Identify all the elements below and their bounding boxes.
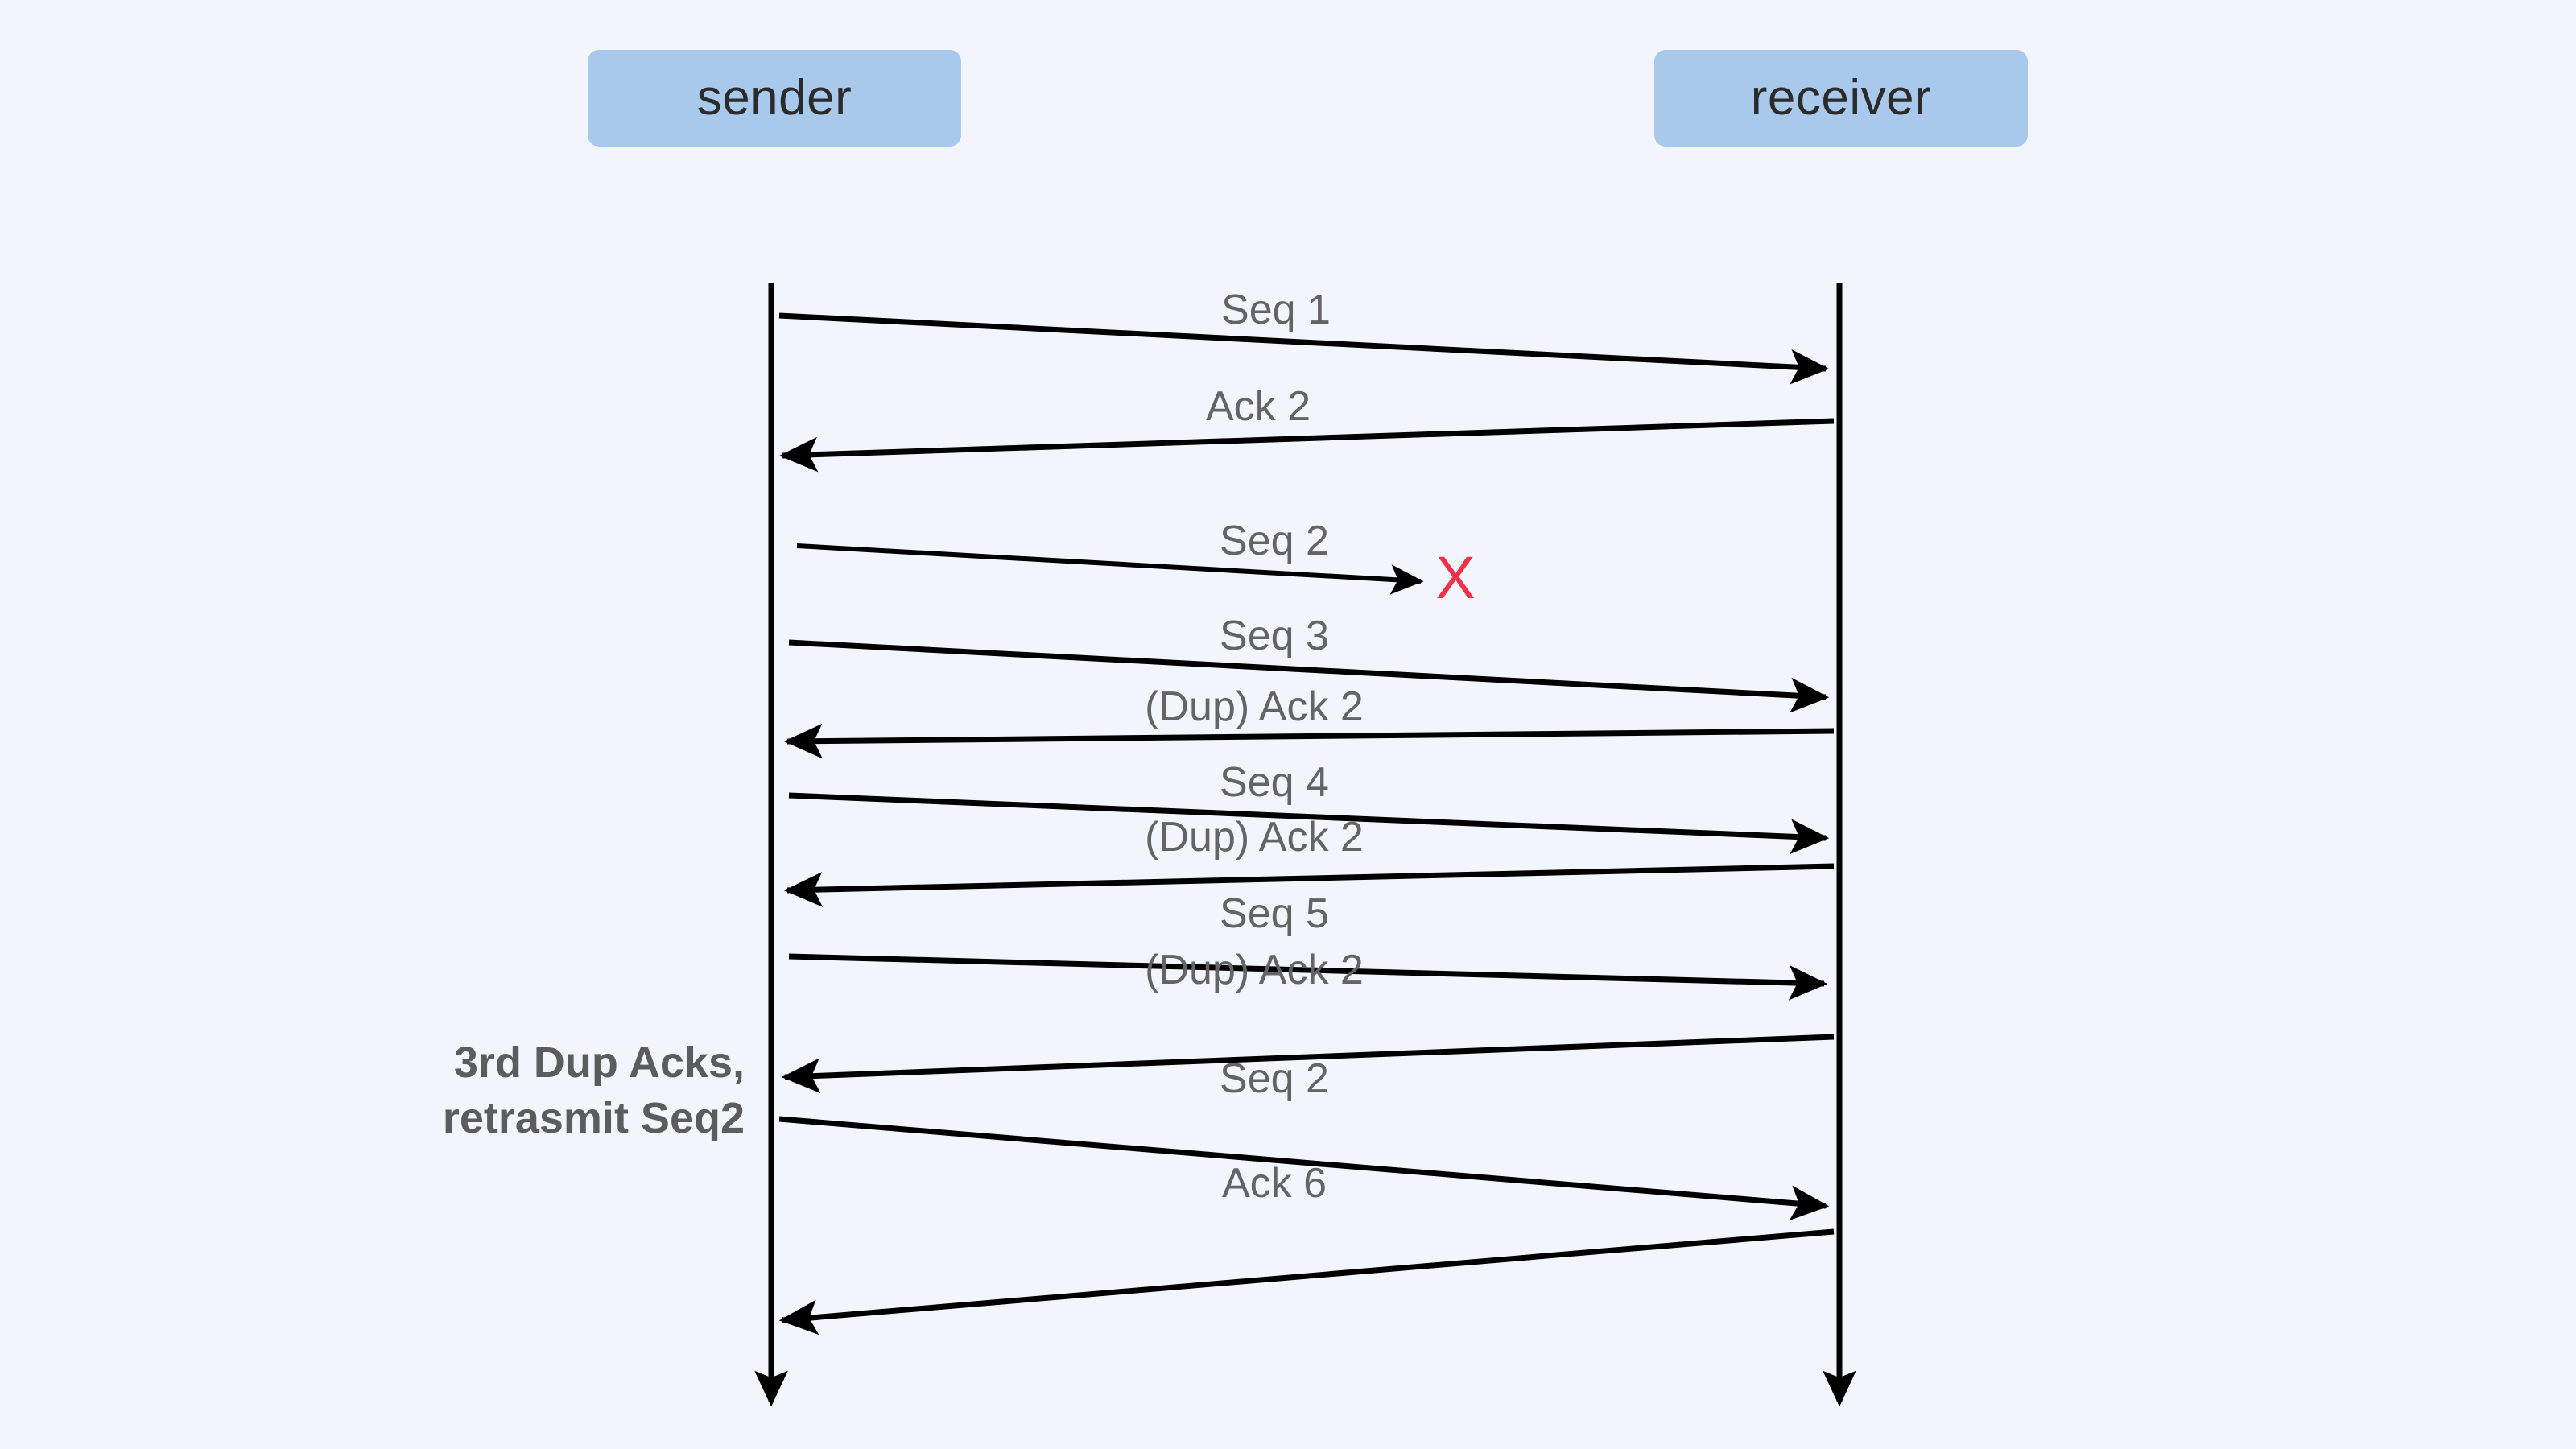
message-label-seq-2-lost: Seq 2 xyxy=(1220,518,1329,564)
message-label-seq-4: Seq 4 xyxy=(1220,759,1329,806)
message-arrows-group xyxy=(778,312,1835,1335)
message-arrow-seq-5[interactable] xyxy=(788,953,1828,1001)
message-label-ack-2: Ack 2 xyxy=(1205,383,1311,430)
message-arrow-seq-2-retransmit[interactable] xyxy=(778,1116,1830,1221)
message-label-dup-ack-2-b: (Dup) Ack 2 xyxy=(1145,814,1364,861)
message-arrow-seq-4[interactable] xyxy=(788,792,1830,855)
fast-retransmit-note: 3rd Dup Acks, retrasmit Seq2 xyxy=(442,1038,745,1142)
message-label-seq-1: Seq 1 xyxy=(1221,287,1331,333)
message-arrow-seq-3[interactable] xyxy=(788,639,1830,713)
message-arrow-dup-ack-2-c[interactable] xyxy=(781,1034,1835,1094)
message-label-ack-6: Ack 6 xyxy=(1221,1160,1327,1207)
lifelines-group xyxy=(754,283,1856,1407)
message-arrow-ack-6[interactable] xyxy=(778,1228,1835,1335)
message-label-dup-ack-2-a: (Dup) Ack 2 xyxy=(1145,683,1364,730)
message-label-seq-2-retransmit: Seq 2 xyxy=(1220,1055,1329,1102)
message-arrow-ack-2[interactable] xyxy=(778,418,1835,473)
message-label-seq-3: Seq 3 xyxy=(1220,613,1329,659)
message-arrow-seq-2-lost[interactable] xyxy=(796,543,1424,595)
actor-label-sender: sender xyxy=(696,70,852,126)
message-arrow-dup-ack-2-a[interactable] xyxy=(783,723,1835,759)
message-arrow-dup-ack-2-b[interactable] xyxy=(783,863,1835,907)
message-label-seq-5: Seq 5 xyxy=(1220,890,1329,937)
actor-box-receiver[interactable]: receiver xyxy=(1654,50,2028,147)
actor-label-receiver: receiver xyxy=(1750,70,1932,126)
message-label-dup-ack-2-c: (Dup) Ack 2 xyxy=(1145,947,1364,993)
message-arrow-seq-1[interactable] xyxy=(778,312,1830,385)
packet-loss-x-icon: X xyxy=(1435,544,1476,611)
actor-box-sender[interactable]: sender xyxy=(588,50,961,147)
